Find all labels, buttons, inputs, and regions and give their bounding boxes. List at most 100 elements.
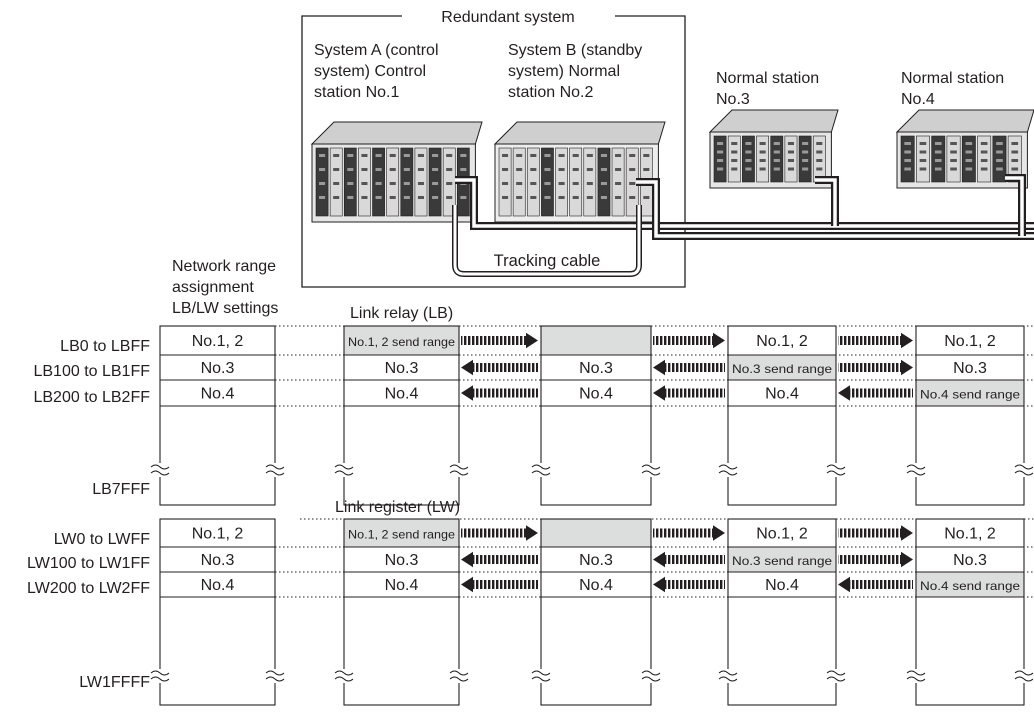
lw-arrow-bar (838, 528, 901, 538)
lw-end-label: LW1FFFF (79, 674, 150, 691)
lb-arrow-bar (838, 336, 901, 345)
lb-cell-text: No.3 (579, 360, 613, 377)
lw-memory-box (343, 518, 460, 706)
lb-break-left (531, 464, 551, 476)
lb-break-left (718, 464, 738, 476)
lb-send-range-fill (541, 326, 651, 355)
tracking-cable: Tracking cable (452, 205, 642, 277)
lw-memory-box (540, 518, 652, 706)
lw-cell-text: No.4 (201, 577, 235, 594)
lb-cell-text: No.3 (385, 360, 419, 377)
station-titles: System A (control system) Control statio… (314, 42, 1004, 108)
redundant-system-label: Redundant system (441, 9, 574, 26)
lw-arrow-bar (665, 555, 725, 564)
plc-system-b (493, 121, 666, 223)
station-4-title-1: Normal station (901, 70, 1004, 87)
lw-break-right (449, 670, 469, 682)
lb-arrow-head (901, 332, 913, 349)
assignment-header-line-2: assignment (172, 279, 254, 296)
lb-arrow-head (713, 332, 725, 349)
lb-arrow-bar (473, 388, 538, 398)
plc-system-a (310, 121, 483, 223)
lb-break-right (1014, 464, 1034, 476)
lb-cell-text: No.4 send range (920, 388, 1020, 402)
station-4-title-2: No.4 (901, 91, 935, 108)
lb-station-b-column: No.3No.4 (531, 325, 661, 506)
assignment-header-line-1: Network range (172, 258, 276, 275)
lw-send-range-fill (541, 519, 651, 547)
station-3-title-2: No.3 (716, 91, 750, 108)
lw-arrow-head (461, 551, 473, 568)
lw-arrow-bar (850, 580, 913, 589)
lw-cell-text: No.3 (385, 552, 419, 569)
lb-arrow-head (461, 385, 473, 401)
lb-range-labels: LB0 to LBFF LB100 to LB1FF LB200 to LB2F… (33, 338, 150, 498)
lb-cell-text: No.1, 2 (192, 333, 244, 350)
lw-arrow-head (653, 551, 665, 568)
station-b-title-3: station No.2 (508, 84, 593, 101)
lb-break-left (334, 464, 354, 476)
lb-arrow-head (901, 359, 913, 376)
lb-send-range-fill (728, 355, 836, 380)
lb-arrow-bar (838, 363, 901, 372)
lw-arrow-head (901, 551, 913, 568)
lb-cell-text: No.1, 2 (944, 333, 996, 350)
lw-break-left (718, 670, 738, 682)
lw-arrow-bar (473, 580, 538, 589)
lb-arrow-head (526, 332, 538, 349)
assignment-header-line-3: LB/LW settings (172, 300, 278, 317)
lw-transfer-arrows (461, 525, 913, 593)
lb-break-left (150, 464, 170, 476)
station-3-title-1: Normal station (716, 70, 819, 87)
lb-break-left (906, 464, 926, 476)
lb-break-right (826, 464, 846, 476)
lb-cell-text: No.4 (385, 386, 419, 403)
lw-break-left (334, 670, 354, 682)
lb-range-3: LB200 to LB2FF (33, 389, 150, 406)
lw-arrow-bar (653, 528, 713, 538)
station-a-title-2: system) Control (314, 63, 426, 80)
lw-cell-text: No.1, 2 (944, 526, 996, 543)
link-register-label: Link register (LW) (335, 499, 460, 516)
lb-arrow-head (653, 385, 665, 401)
tracking-cable-label: Tracking cable (494, 252, 601, 270)
lb-cell-text: No.1, 2 (756, 333, 808, 350)
lw-break-left (150, 670, 170, 682)
lw-memory-box (727, 518, 837, 706)
lw-arrow-bar (461, 528, 526, 538)
lw-send-range-fill (344, 519, 459, 547)
lb-memory-box (915, 325, 1025, 506)
lw-range-2: LW100 to LW1FF (27, 555, 150, 572)
lb-arrow-head (461, 359, 473, 376)
lw-arrow-head (838, 576, 850, 593)
lw-cell-text: No.4 (579, 577, 613, 594)
lb-arrow-bar (665, 388, 725, 398)
lw-break-right (265, 670, 285, 682)
lw-cell-text: No.1, 2 (192, 526, 244, 543)
station-a-title-1: System A (control (314, 42, 439, 59)
lw-break-right (641, 670, 661, 682)
lw-break-right (1014, 670, 1034, 682)
lb-memory-box (343, 325, 460, 506)
lb-memory-box (727, 325, 837, 506)
lw-station-b-column: No.3No.4 (531, 518, 661, 706)
assignment-header: Network range assignment LB/LW settings (172, 258, 278, 317)
lb-arrow-bar (461, 336, 526, 345)
lb-break-right (265, 464, 285, 476)
lb-cell-text: No.1, 2 send range (348, 335, 455, 349)
lb-cell-text: No.3 (953, 360, 987, 377)
plc-units (310, 109, 1034, 223)
station-b-title-1: System B (standby (508, 42, 642, 59)
lw-break-left (531, 670, 551, 682)
lb-send-range-fill (916, 380, 1024, 406)
link-relay-label: Link relay (LB) (350, 305, 453, 322)
lw-cell-text: No.4 (385, 577, 419, 594)
lw-arrow-head (713, 525, 725, 541)
lw-range-3: LW200 to LW2FF (27, 580, 150, 597)
lw-cell-text: No.4 send range (920, 579, 1020, 593)
lw-arrow-bar (665, 580, 725, 589)
lb-cell-text: No.3 send range (732, 362, 832, 376)
